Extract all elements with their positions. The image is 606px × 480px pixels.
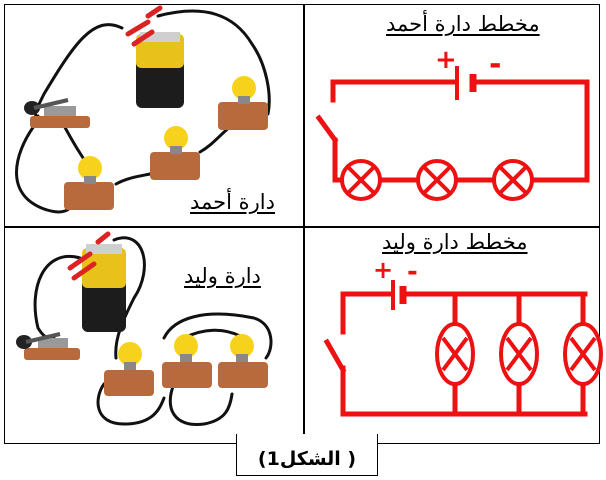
ahmad-battery-symbol [455, 66, 477, 100]
ahmad-diagram-title: مخطط دارة أحمد [386, 12, 540, 36]
ahmad-lamp-symbol [416, 159, 458, 201]
switch-image [24, 98, 90, 128]
lamp-image [150, 126, 200, 180]
lamp-image [162, 334, 212, 388]
walid-parallel-schematic: + - [323, 256, 603, 417]
walid-circuit-illustration [16, 231, 273, 426]
walid-lamp-symbol [563, 322, 603, 386]
ahmad-lamp-symbol [492, 159, 534, 201]
walid-plus-sign: + [373, 256, 393, 284]
switch-image [16, 332, 80, 360]
walid-circuit-label: دارة وليد [184, 264, 261, 288]
crocodile-clips [67, 231, 111, 281]
walid-battery-symbol [391, 280, 407, 310]
ahmad-plus-sign: + [435, 45, 457, 75]
lamp-image [104, 342, 154, 396]
crocodile-clips [125, 5, 163, 47]
ahmad-circuit-label: دارة أحمد [190, 190, 275, 214]
walid-diagram-title: مخطط دارة وليد [382, 230, 528, 254]
lamp-image [64, 156, 114, 210]
row-divider [4, 226, 600, 228]
battery-image [82, 244, 126, 332]
ahmad-minus-sign: - [489, 47, 501, 82]
ahmad-lamp-symbol [340, 159, 382, 201]
figure-caption: ( الشكل1) [257, 448, 357, 470]
walid-minus-sign: - [407, 257, 418, 287]
caption-box [236, 434, 378, 476]
lamp-image [218, 334, 268, 388]
column-divider [303, 4, 305, 444]
lamp-image [218, 76, 268, 130]
ahmad-series-schematic: + - [315, 45, 590, 201]
walid-lamp-symbol [499, 322, 539, 386]
walid-lamp-symbol [435, 322, 475, 386]
battery-image [136, 32, 184, 108]
ahmad-circuit-illustration [15, 5, 271, 214]
